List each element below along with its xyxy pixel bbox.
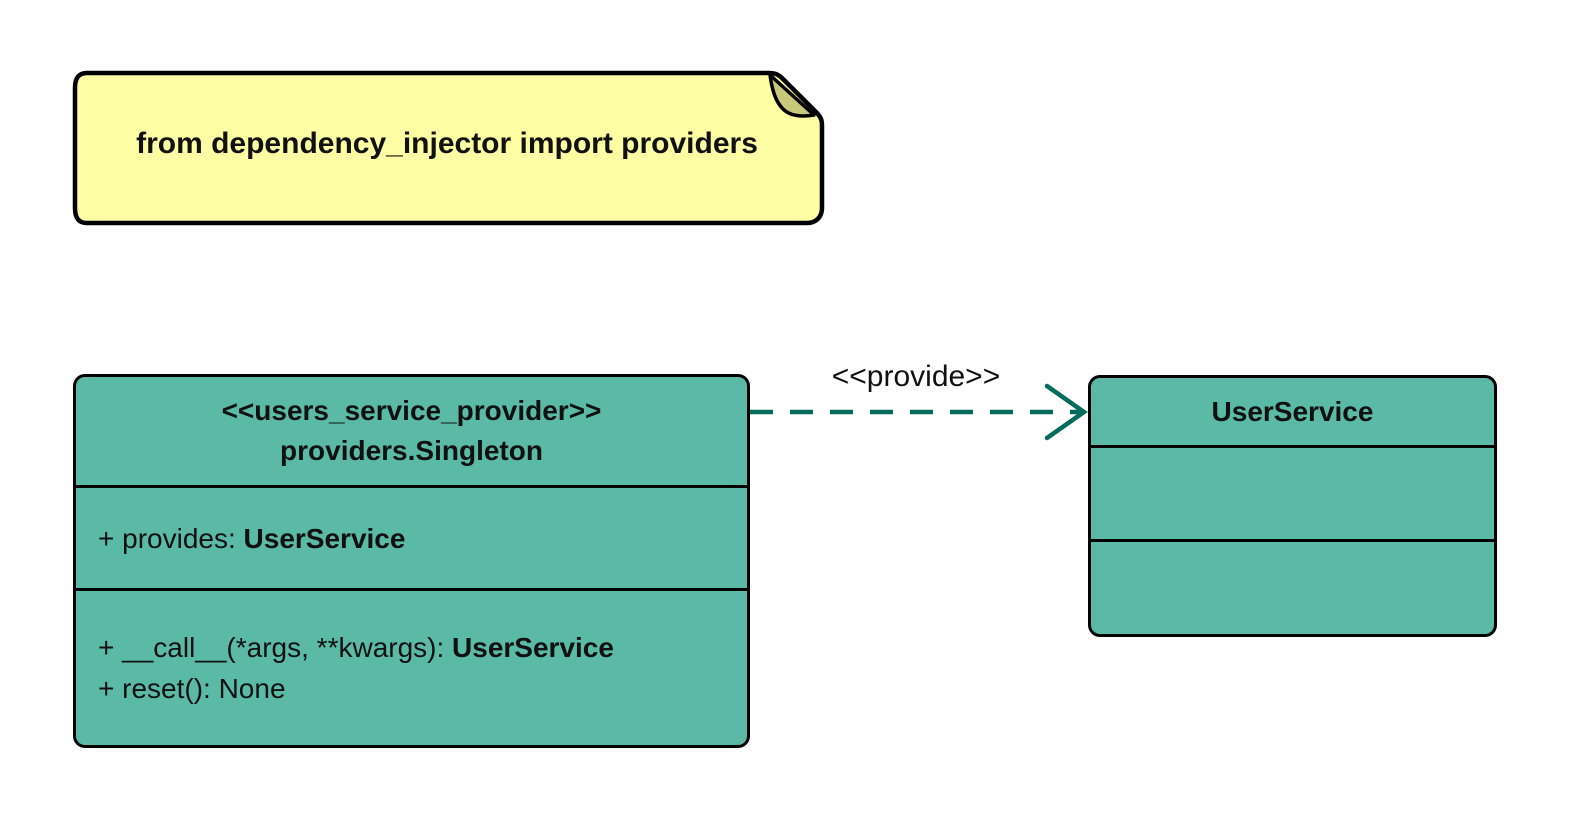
method-reset: + reset(): None bbox=[98, 668, 747, 709]
class-providers-singleton: <<users_service_provider>> providers.Sin… bbox=[73, 374, 750, 748]
attribute-type: UserService bbox=[243, 522, 406, 554]
class-attributes-compartment: + provides: UserService bbox=[76, 485, 747, 588]
method-text: + reset(): None bbox=[98, 673, 286, 704]
provide-arrow-label: <<provide>> bbox=[831, 360, 1001, 393]
class-name: providers.Singleton bbox=[280, 435, 543, 466]
note-shape bbox=[72, 70, 825, 226]
class-header: <<users_service_provider>> providers.Sin… bbox=[76, 377, 747, 485]
class-user-service: UserService bbox=[1088, 375, 1497, 637]
class-name: UserService bbox=[1211, 395, 1374, 427]
class-header: UserService bbox=[1091, 378, 1494, 445]
method-call: + __call__(*args, **kwargs): UserService bbox=[98, 627, 747, 668]
attribute-text: + provides: bbox=[98, 522, 244, 554]
method-return-type: UserService bbox=[452, 632, 614, 663]
class-methods-compartment: + __call__(*args, **kwargs): UserService… bbox=[76, 588, 747, 745]
code-note: from dependency_injector import provider… bbox=[71, 69, 827, 227]
provide-dependency-arrow bbox=[750, 383, 1088, 441]
class-attributes-compartment bbox=[1091, 445, 1494, 539]
note-fold-corner-icon bbox=[768, 73, 816, 118]
class-stereotype: <<users_service_provider>> bbox=[221, 395, 602, 426]
arrowhead-icon bbox=[1044, 383, 1088, 441]
note-text: from dependency_injector import provider… bbox=[136, 127, 758, 160]
class-methods-compartment bbox=[1091, 539, 1494, 634]
note-body bbox=[72, 70, 825, 226]
attribute-provides: + provides: UserService bbox=[98, 518, 747, 559]
method-text: + __call__(*args, **kwargs): bbox=[98, 632, 453, 663]
